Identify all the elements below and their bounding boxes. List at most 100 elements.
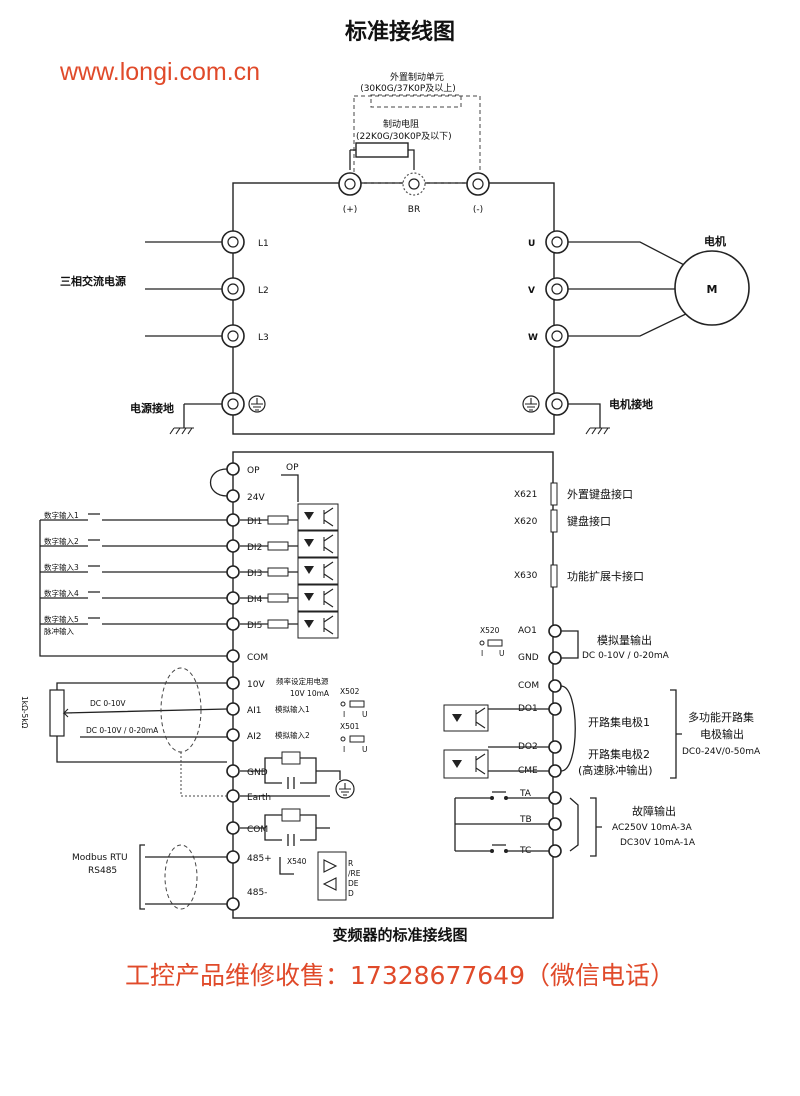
x630-code: X630 bbox=[514, 571, 538, 581]
terminal-l3-icon bbox=[221, 324, 245, 348]
modbus-label: Modbus RTU bbox=[72, 853, 128, 863]
power-ground-terminal-icon bbox=[221, 392, 266, 416]
website-url[interactable]: www.longi.com.cn bbox=[60, 58, 261, 86]
rs485-pin-labels: R /RE DE D bbox=[348, 859, 361, 898]
terminal-u-icon bbox=[545, 230, 569, 254]
terminal-minus-icon bbox=[466, 172, 490, 196]
motor-earth-icon bbox=[585, 427, 610, 435]
svg-text:GND: GND bbox=[518, 653, 539, 663]
pulse-input-label: 脉冲输入 bbox=[44, 626, 74, 636]
analog-input-2-label: 模拟输入2 bbox=[275, 730, 310, 740]
fault-relay-icon bbox=[454, 791, 549, 853]
dc-plus-label: (+) bbox=[343, 205, 358, 215]
svg-text:COM: COM bbox=[247, 653, 268, 663]
terminal-w-icon bbox=[545, 324, 569, 348]
svg-text:DI4: DI4 bbox=[247, 595, 263, 605]
x620-code: X620 bbox=[514, 517, 538, 527]
jumper-x501-icon bbox=[340, 735, 365, 743]
control-left-labels: OP 24V DI1 DI2 DI3 DI4 DI5 COM 10V AI1 A… bbox=[247, 466, 272, 898]
svg-text:/RE: /RE bbox=[348, 869, 361, 878]
freq-supply-rating: 10V 10mA bbox=[290, 689, 330, 698]
svg-text:485+: 485+ bbox=[247, 854, 272, 864]
digital-input-4-label: 数字输入4 bbox=[44, 588, 79, 598]
multi-oc-label-2: 电极输出 bbox=[700, 727, 744, 741]
brake-resistor-symbol bbox=[355, 142, 409, 158]
motor-ground-label: 电机接地 bbox=[609, 397, 653, 411]
analog-out-spec: DC 0-10V / 0-20mA bbox=[582, 651, 670, 661]
x620-desc: 键盘接口 bbox=[567, 514, 611, 528]
power-source-label: 三相交流电源 bbox=[60, 274, 126, 288]
svg-text:U: U bbox=[362, 710, 368, 719]
jumper-x520-label: X520 bbox=[480, 626, 500, 635]
op-24v-jumper bbox=[210, 468, 228, 497]
control-right-terminals bbox=[548, 624, 562, 858]
power-section-box bbox=[232, 182, 555, 435]
gnd-capacitor-icon bbox=[287, 777, 295, 789]
rs485-label: RS485 bbox=[88, 866, 117, 876]
power-ground-label: 电源接地 bbox=[130, 401, 174, 415]
dc-br-label: BR bbox=[408, 205, 420, 215]
label-l3: L3 bbox=[258, 333, 269, 343]
label-l1: L1 bbox=[258, 239, 269, 249]
connector-x630-icon bbox=[550, 564, 558, 588]
oc2-label: 开路集电极2 bbox=[588, 747, 650, 761]
svg-text:GND: GND bbox=[247, 768, 268, 778]
svg-text:D: D bbox=[348, 889, 354, 898]
svg-text:485-: 485- bbox=[247, 888, 267, 898]
multi-oc-label: 多功能开路集 bbox=[688, 710, 754, 724]
diagram-caption: 变频器的标准接线图 bbox=[332, 926, 468, 944]
svg-text:AI2: AI2 bbox=[247, 732, 262, 742]
dc-0-10v-label: DC 0-10V bbox=[90, 699, 126, 708]
com-resistor-icon bbox=[281, 808, 301, 822]
svg-text:DI3: DI3 bbox=[247, 569, 262, 579]
digital-input-5-label: 数字输入5 bbox=[44, 614, 79, 624]
label-v: V bbox=[528, 286, 535, 296]
fault-spec-2: DC30V 10mA-1A bbox=[620, 838, 696, 848]
jumper-x501-label: X501 bbox=[340, 722, 360, 731]
svg-text:DI2: DI2 bbox=[247, 543, 262, 553]
svg-text:OP: OP bbox=[247, 466, 260, 476]
digital-input-switches bbox=[39, 513, 227, 657]
di-optocoupler-array bbox=[240, 503, 339, 639]
control-right-labels: AO1 GND COM DO1 DO2 CME TA TB TC bbox=[518, 626, 539, 856]
brake-resistor-label: 制动电阻 bbox=[383, 118, 419, 130]
potentiometer-icon bbox=[49, 689, 65, 737]
x621-code: X621 bbox=[514, 490, 537, 500]
oc2-sub-label: (高速脉冲输出) bbox=[578, 763, 653, 777]
terminal-l2-icon bbox=[221, 277, 245, 301]
potentiometer-value: 1kΩ-5kΩ bbox=[20, 696, 29, 729]
fault-output-label: 故障输出 bbox=[632, 804, 676, 818]
svg-text:I: I bbox=[343, 710, 345, 719]
svg-text:COM: COM bbox=[518, 681, 539, 691]
rs485-shield-icon bbox=[164, 844, 198, 910]
analog-input-1-label: 模拟输入1 bbox=[275, 704, 310, 714]
rs485-transceiver-icon bbox=[317, 851, 347, 901]
label-l2: L2 bbox=[258, 286, 269, 296]
x621-desc: 外置键盘接口 bbox=[567, 487, 633, 501]
analog-out-label: 模拟量输出 bbox=[597, 633, 652, 647]
brake-unit-range: (30K0G/37K0P及以上) bbox=[360, 83, 456, 94]
dc-0-10v-20ma-label: DC 0-10V / 0-20mA bbox=[86, 726, 159, 735]
svg-text:COM: COM bbox=[247, 825, 268, 835]
svg-text:DI1: DI1 bbox=[247, 517, 262, 527]
x630-desc: 功能扩展卡接口 bbox=[567, 569, 644, 583]
svg-text:TB: TB bbox=[519, 815, 532, 825]
earth-ground-icon bbox=[169, 427, 194, 435]
freq-supply-label: 频率设定用电源 bbox=[276, 676, 329, 686]
page-title: 标准接线图 bbox=[344, 20, 455, 45]
svg-text:AO1: AO1 bbox=[518, 626, 537, 636]
svg-text:DI5: DI5 bbox=[247, 621, 262, 631]
svg-text:I: I bbox=[343, 745, 345, 754]
terminal-plus-icon bbox=[338, 172, 362, 196]
svg-text:I: I bbox=[481, 649, 483, 658]
terminal-v-icon bbox=[545, 277, 569, 301]
jumper-x520-icon bbox=[479, 639, 503, 647]
jumper-x540-label: X540 bbox=[287, 857, 307, 866]
digital-input-1-label: 数字输入1 bbox=[44, 510, 79, 520]
svg-text:U: U bbox=[499, 649, 505, 658]
svg-text:R: R bbox=[348, 859, 353, 868]
multi-oc-spec: DC0-24V/0-50mA bbox=[682, 747, 761, 757]
svg-text:AI1: AI1 bbox=[247, 706, 262, 716]
gnd-resistor-icon bbox=[281, 751, 301, 765]
